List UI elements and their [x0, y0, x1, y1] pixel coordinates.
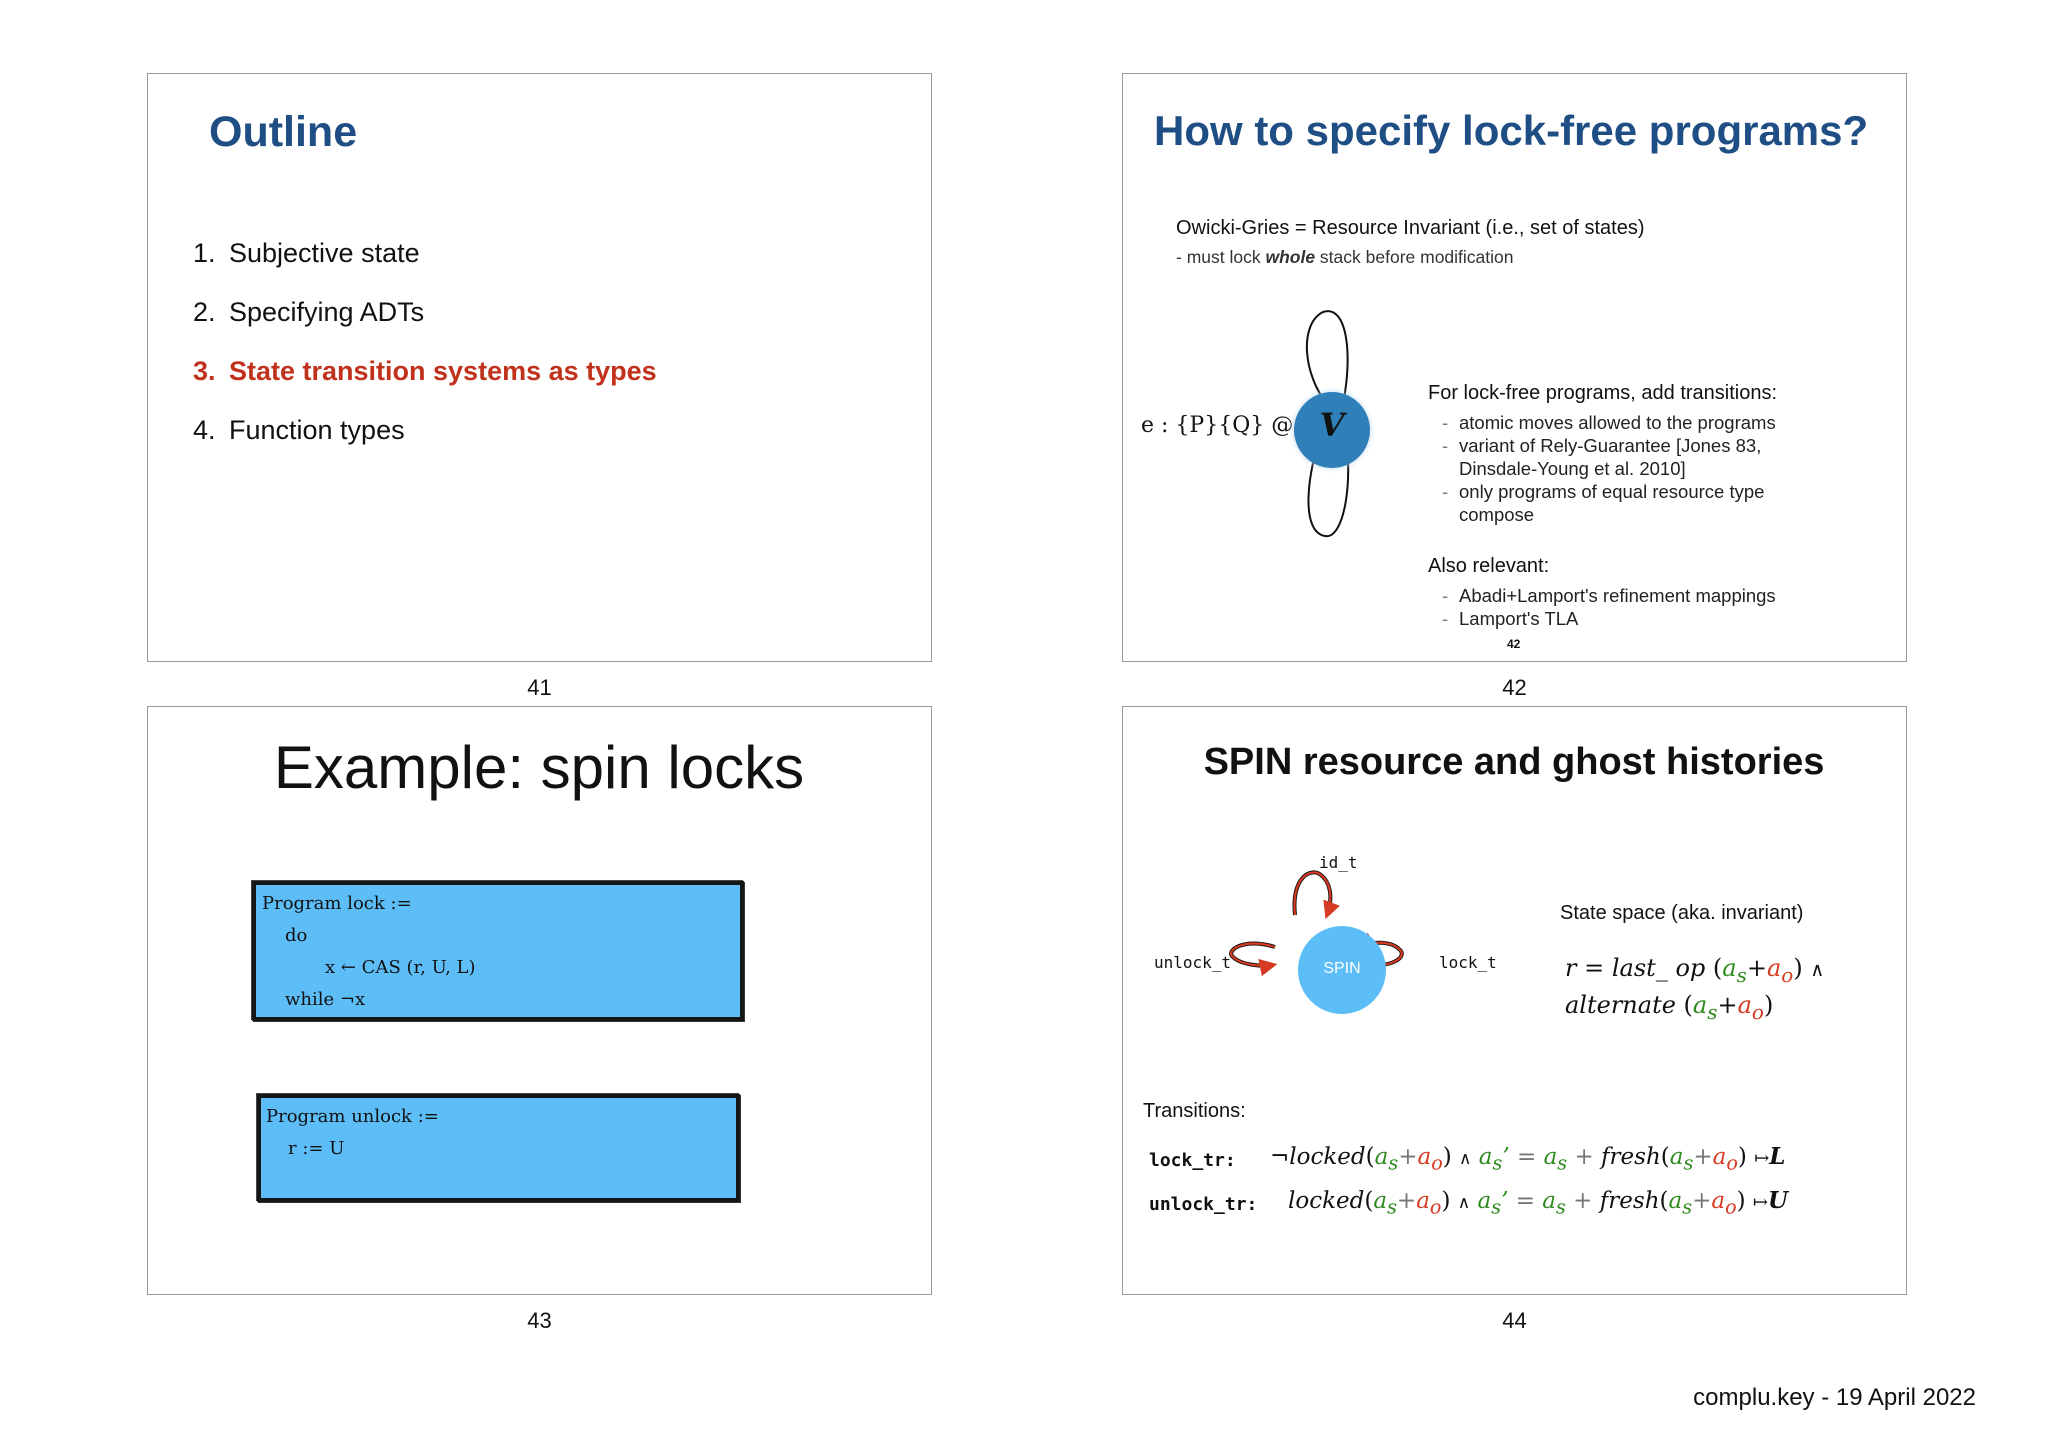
lock-tr-formula: ¬locked(as+ao) ∧ as’ = as + fresh(as+ao)… — [1270, 1143, 1786, 1175]
unlock-tr-formula: locked(as+ao) ∧ as’ = as + fresh(as+ao) … — [1288, 1187, 1789, 1219]
footer-caption: complu.key - 19 April 2022 — [1693, 1384, 1976, 1411]
invariant-line-1: r = last_ op (as+ao) ∧ — [1565, 954, 1825, 987]
also-relevant-heading: Also relevant: — [1428, 555, 1550, 577]
invariant-line-2: alternate (as+ao) — [1565, 991, 1774, 1024]
owicki-gries-subline: - must lock whole stack before modificat… — [1176, 247, 1514, 267]
code-line: x ← CAS (r, U, L) — [325, 957, 476, 978]
page-number-44: 44 — [1502, 1308, 1527, 1333]
slide-42: How to specify lock-free programs? Owick… — [1122, 73, 1907, 662]
slide-41: Outline 1.Subjective state 2.Specifying … — [147, 73, 932, 662]
id-t-label: id_t — [1319, 853, 1358, 872]
lf-bullet-3-cont: compose — [1459, 504, 1535, 525]
unlock-tr-name: unlock_tr: — [1149, 1194, 1258, 1215]
code-line: while ¬x — [285, 989, 366, 1010]
code-line: do — [285, 925, 308, 946]
page-number-43: 43 — [527, 1308, 552, 1333]
lf-bullet-2: -variant of Rely-Guarantee [Jones 83, — [1442, 435, 1762, 456]
owicki-gries-line: Owicki-Gries = Resource Invariant (i.e.,… — [1176, 217, 1645, 239]
also-bullet-2: -Lamport's TLA — [1442, 608, 1579, 629]
lock-tr-name: lock_tr: — [1149, 1150, 1236, 1171]
code-line: Program lock := — [262, 893, 412, 914]
lock-program-code: Program lock := do x ← CAS (r, U, L) whi… — [252, 881, 744, 1021]
slide-title: Example: spin locks — [273, 734, 805, 801]
outline-item-1: 1.Subjective state — [193, 238, 420, 268]
page-number-42: 42 — [1502, 675, 1527, 700]
spin-node-label: SPIN — [1323, 960, 1361, 977]
unlock-t-label: unlock_t — [1154, 953, 1232, 972]
outline-item-2: 2.Specifying ADTs — [193, 297, 425, 327]
page-number-41: 41 — [527, 675, 552, 700]
lf-bullet-1: -atomic moves allowed to the programs — [1442, 412, 1776, 433]
lock-t-label: lock_t — [1439, 953, 1497, 972]
lf-bullet-3: -only programs of equal resource type — [1442, 481, 1765, 502]
transition-loops-diagram — [1305, 310, 1350, 538]
spin-node: SPIN — [1298, 926, 1386, 1014]
also-bullet-1: -Abadi+Lamport's refinement mappings — [1442, 585, 1776, 606]
outline-item-3-active: 3.State transition systems as types — [193, 356, 657, 386]
transitions-label: Transitions: — [1143, 1100, 1246, 1122]
bottom-loop — [1307, 421, 1350, 538]
node-label: V — [1319, 406, 1345, 444]
slide-43: Example: spin locks Program lock := do x… — [147, 706, 932, 1295]
lock-free-heading: For lock-free programs, add transitions: — [1428, 382, 1778, 404]
slide-title: Outline — [209, 108, 358, 156]
unlock-program-code: Program unlock := r := U — [257, 1094, 740, 1202]
slide-title: How to specify lock-free programs? — [1154, 107, 1869, 154]
resource-node-v: V — [1294, 392, 1370, 468]
inner-page-number: 42 — [1507, 637, 1521, 651]
outline-item-4: 4.Function types — [193, 415, 405, 445]
lf-bullet-2-cont: Dinsdale-Young et al. 2010] — [1459, 458, 1686, 479]
code-line: r := U — [288, 1138, 345, 1159]
top-loop — [1305, 310, 1349, 405]
state-space-label: State space (aka. invariant) — [1560, 902, 1804, 924]
judgement: e : {P}{Q} @ — [1141, 413, 1294, 438]
code-line: Program unlock := — [266, 1106, 439, 1127]
slide-title: SPIN resource and ghost histories — [1203, 741, 1825, 783]
slide-44: SPIN resource and ghost histories SPIN i… — [1122, 706, 1907, 1295]
